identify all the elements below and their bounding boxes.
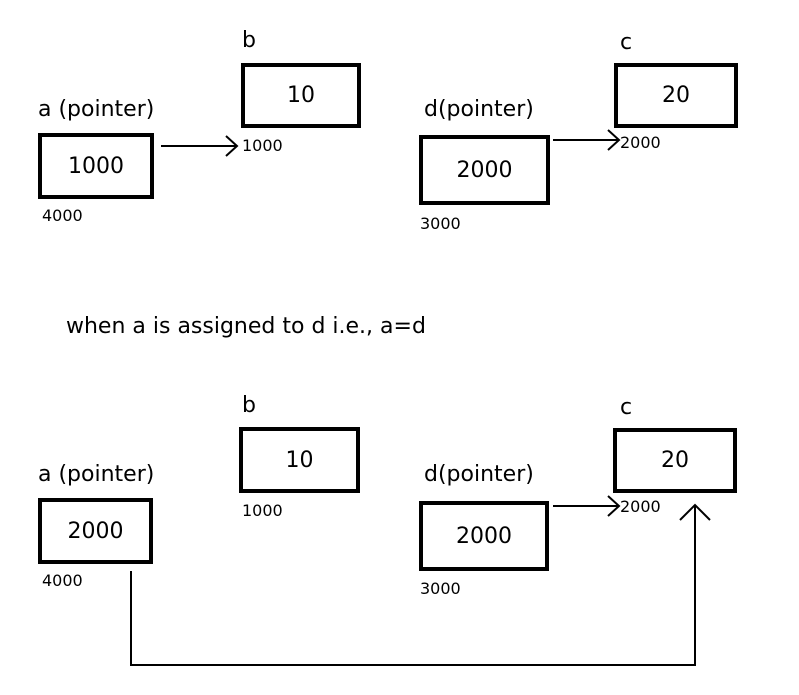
bottom-c-box: 20 [613,428,737,493]
arrow-d-to-c-bottom [553,495,621,517]
top-d-value: 2000 [456,157,513,183]
bottom-d-value: 2000 [456,523,512,549]
bottom-d-name: d(pointer) [424,462,534,487]
arrow-d-to-c-top [553,129,621,151]
top-a-box: 1000 [38,133,154,199]
top-c-box: 20 [614,63,738,128]
arrow-a-to-b-top [161,135,239,157]
top-a-value: 1000 [68,153,124,179]
top-d-address: 3000 [420,214,461,233]
top-b-value: 10 [287,83,315,108]
arrow-a-to-c-bottom [130,503,711,666]
caption: when a is assigned to d i.e., a=d [66,314,426,339]
bottom-d-box: 2000 [419,501,549,571]
bottom-a-address: 4000 [42,571,83,590]
bottom-b-address: 1000 [242,501,283,520]
top-c-name: c [620,30,633,55]
bottom-c-address: 2000 [620,497,661,516]
top-a-address: 4000 [42,206,83,225]
bottom-a-box: 2000 [38,498,153,564]
top-c-value: 20 [662,83,690,108]
top-b-address: 1000 [242,136,283,155]
bottom-a-name: a (pointer) [38,462,155,487]
top-b-name: b [242,28,256,53]
top-d-name: d(pointer) [424,97,534,122]
bottom-a-value: 2000 [67,518,124,544]
bottom-c-value: 20 [661,448,689,473]
top-c-address: 2000 [620,133,661,152]
bottom-b-name: b [242,393,256,418]
bottom-d-address: 3000 [420,579,461,598]
top-d-box: 2000 [419,135,550,205]
bottom-c-name: c [620,395,633,420]
top-b-box: 10 [241,63,361,128]
bottom-b-box: 10 [239,427,360,493]
bottom-b-value: 10 [285,447,314,473]
top-a-name: a (pointer) [38,97,155,122]
